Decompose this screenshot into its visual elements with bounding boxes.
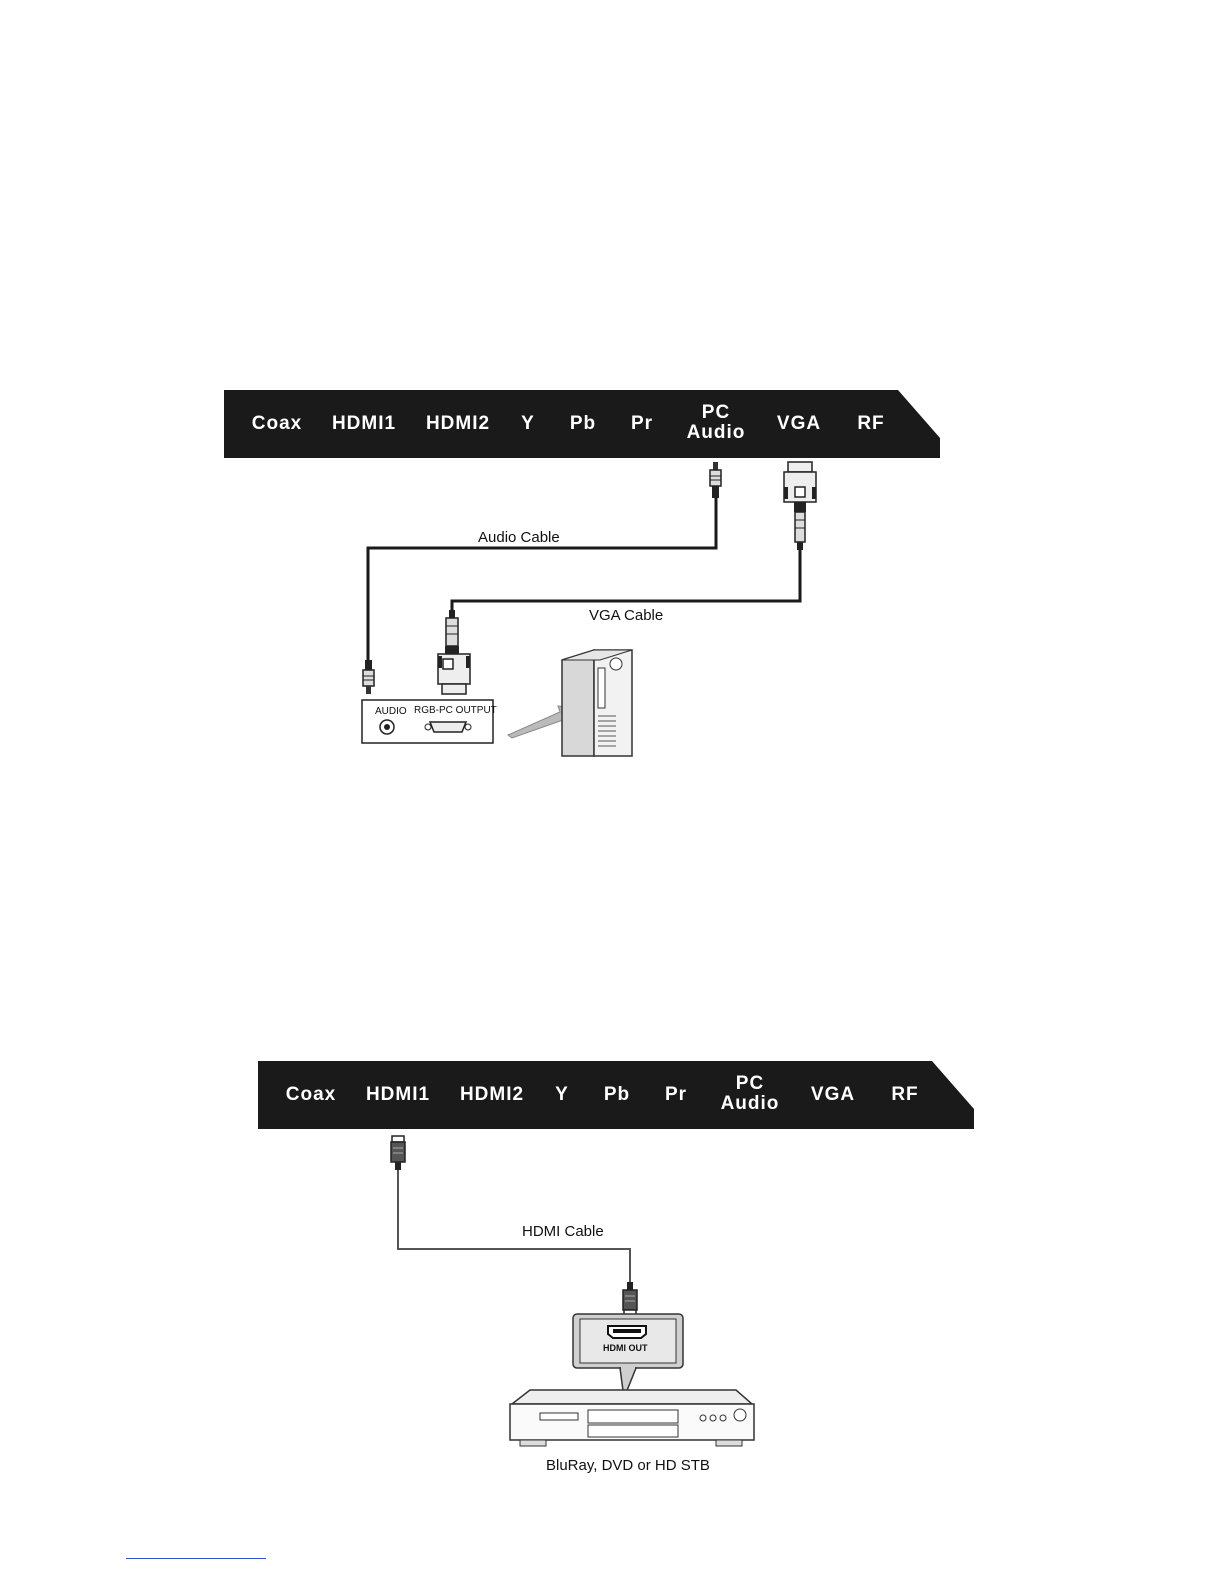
vga-cable xyxy=(452,550,800,612)
port-label: HDMI2 xyxy=(418,414,498,434)
port-label: HDMI2 xyxy=(452,1085,532,1105)
port-label: Pr xyxy=(602,414,682,434)
audio-cable xyxy=(368,498,716,660)
port-label: PC Audio xyxy=(676,403,756,443)
pc-rgb-port-label: RGB-PC OUTPUT xyxy=(414,705,497,716)
device-side-hdmi-plug-icon xyxy=(623,1282,637,1316)
pc-diagram-graphics xyxy=(0,0,1224,800)
port-label: VGA xyxy=(793,1085,873,1105)
pc-side-audio-plug-icon xyxy=(363,660,374,694)
port-label: Coax xyxy=(237,414,317,434)
vga-cable-label: VGA Cable xyxy=(589,607,663,624)
pc-tower-icon xyxy=(562,650,632,756)
media-player-icon xyxy=(510,1390,754,1446)
port-label: RF xyxy=(865,1085,945,1105)
port-label: HDMI1 xyxy=(358,1085,438,1105)
pc-audio-port-label: AUDIO xyxy=(375,706,407,717)
port-label: Coax xyxy=(271,1085,351,1105)
port-label: PC Audio xyxy=(710,1074,790,1114)
hdmi-cable-label: HDMI Cable xyxy=(522,1223,604,1240)
vga-plug-icon xyxy=(784,462,816,550)
port-label: HDMI1 xyxy=(324,414,404,434)
tv-side-hdmi-plug-icon xyxy=(391,1136,405,1170)
port-label: Pr xyxy=(636,1085,716,1105)
pc-side-vga-plug-icon xyxy=(438,610,470,694)
hdmi-port-icon xyxy=(608,1326,646,1338)
port-label: RF xyxy=(831,414,911,434)
audio-jack-icon xyxy=(380,720,394,734)
pc-audio-plug-icon xyxy=(710,462,721,498)
audio-cable-label: Audio Cable xyxy=(478,529,560,546)
port-label: VGA xyxy=(759,414,839,434)
footer-link-underline xyxy=(126,1558,266,1559)
device-caption: BluRay, DVD or HD STB xyxy=(546,1457,710,1474)
hdmi-diagram-graphics xyxy=(0,1050,1224,1550)
hdmi-out-label: HDMI OUT xyxy=(603,1343,648,1353)
